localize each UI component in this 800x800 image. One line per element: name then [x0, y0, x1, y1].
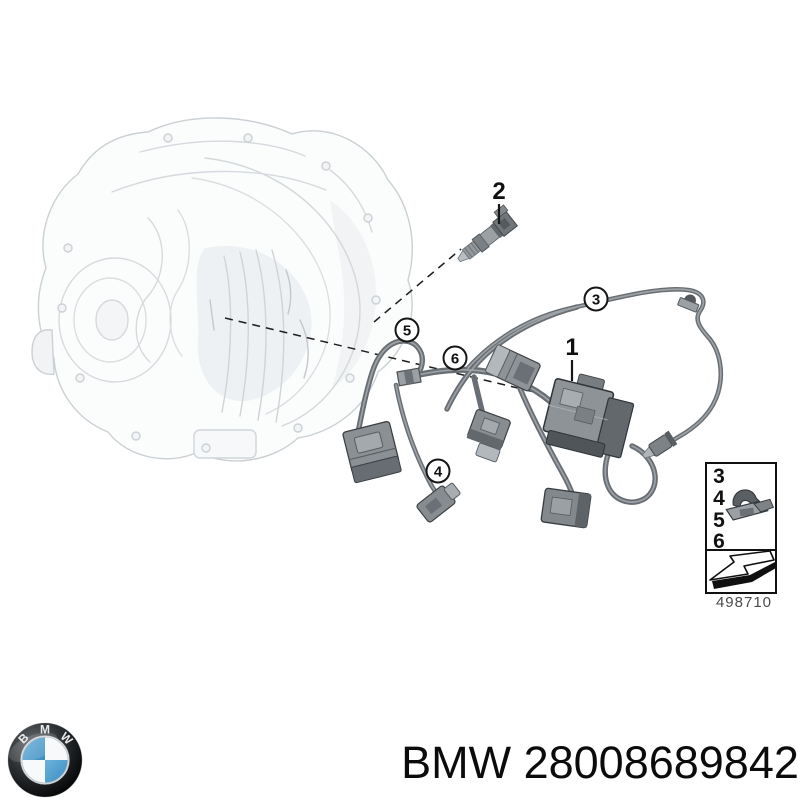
callout-5-bubble: 5	[394, 317, 420, 343]
bmw-logo: B M W	[7, 723, 83, 798]
cable-clip-on-wire	[677, 294, 700, 313]
pointer-line-to-part-2	[373, 248, 462, 323]
callout-6-bubble: 6	[442, 345, 468, 371]
sensor-end-wire-3	[642, 430, 678, 459]
connector-block-4	[416, 482, 461, 523]
connector-block-mid	[466, 408, 511, 463]
connector-block-mid-top	[485, 344, 541, 392]
pointer-dashed-lines	[224, 248, 552, 397]
callout-2-label: 2	[492, 178, 505, 205]
connector-block-bottom	[540, 487, 592, 529]
main-connector-part-1	[542, 373, 635, 459]
svg-text:5: 5	[403, 323, 411, 340]
legend-item-4: 4	[713, 487, 725, 510]
bmw-quadrant-white	[45, 737, 68, 760]
bmw-quadrant-blue	[22, 737, 45, 760]
legend-item-3: 3	[713, 465, 725, 488]
wire-clamp	[396, 367, 422, 387]
svg-text:3: 3	[592, 292, 600, 309]
sensor-part-2	[457, 204, 518, 262]
callouts: 2 1 3 5 6 4	[394, 178, 609, 484]
removal-direction-arrow-icon	[709, 550, 776, 589]
wiring-harness	[342, 204, 723, 529]
transmission-ghost-drawing	[31, 117, 413, 462]
legend-box: 3 4 5 6 498710	[705, 462, 777, 611]
bmw-logo-letter-m: M	[40, 723, 50, 737]
legend-item-5: 5	[713, 509, 725, 532]
bmw-quadrant-blue	[45, 760, 68, 783]
callout-4-bubble: 4	[425, 458, 451, 484]
callout-1-label: 1	[565, 334, 578, 361]
legend-item-6: 6	[713, 530, 725, 553]
part-number-label: BMW 28008689842	[401, 737, 799, 788]
legend-part-code: 498710	[716, 594, 772, 611]
bmw-quadrant-white	[22, 760, 45, 783]
connector-block-left	[342, 420, 402, 484]
svg-text:6: 6	[451, 351, 459, 368]
callout-3-bubble: 3	[583, 286, 609, 312]
svg-text:4: 4	[434, 464, 443, 481]
cable-clip-icon	[725, 489, 775, 521]
